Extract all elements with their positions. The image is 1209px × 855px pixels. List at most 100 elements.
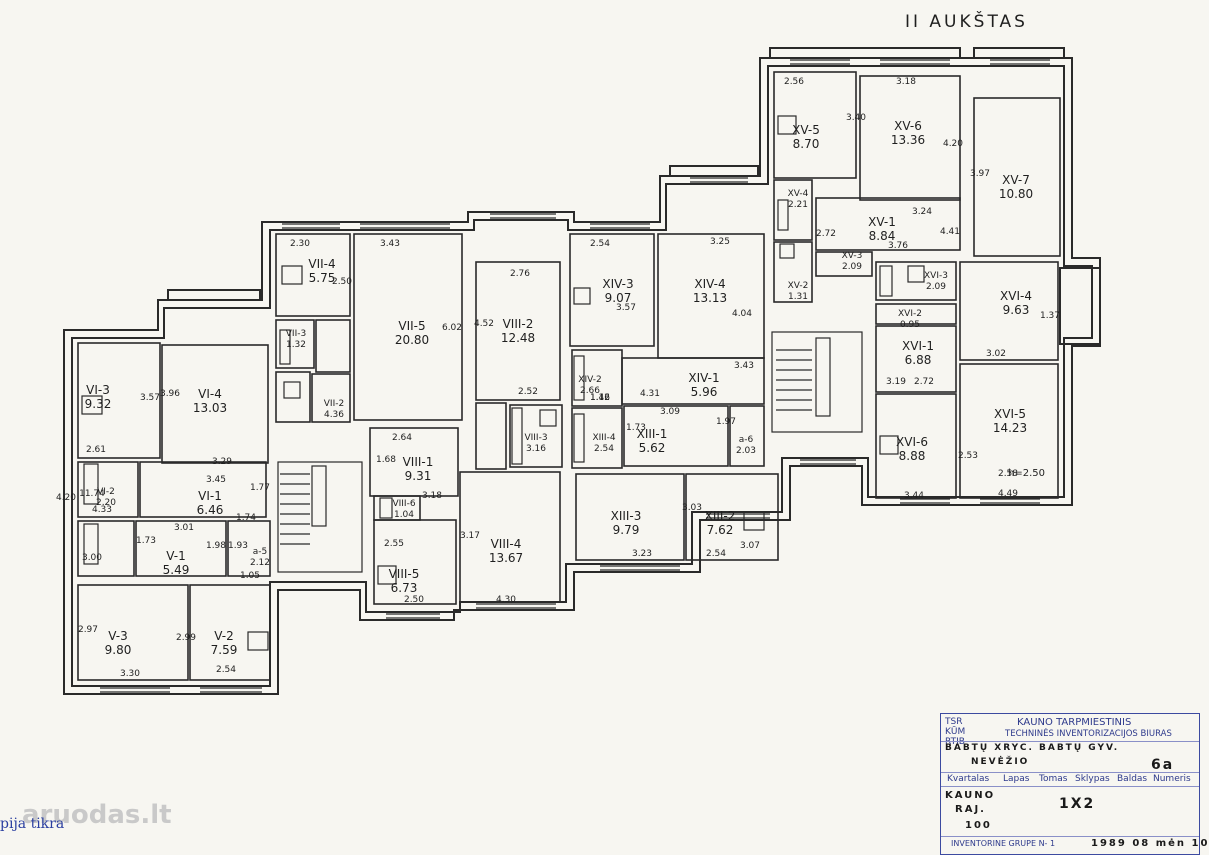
room-area: 14.23 xyxy=(993,421,1027,435)
dimension-label: 3.03 xyxy=(682,503,702,513)
room-viii-3: VIII-33.16 xyxy=(524,433,547,454)
dimension-label: 3.00 xyxy=(82,553,102,563)
room-viii-5: VIII-56.73 xyxy=(389,567,420,595)
room-area: 20.80 xyxy=(395,333,429,347)
room-area: 13.03 xyxy=(193,401,227,415)
dimension-label: 4.41 xyxy=(940,227,960,237)
dimension-label: 2.30 xyxy=(290,239,310,249)
dimension-label: 1.73 xyxy=(136,536,156,546)
room-area: 9.79 xyxy=(613,523,640,537)
dimension-label: 1.93 xyxy=(228,541,248,551)
room-xvi-5: XVI-514.23 xyxy=(993,407,1027,435)
dimension-label: 2.54 xyxy=(706,549,726,559)
room-id: XV-7 xyxy=(1002,173,1030,187)
room-id: XIII-4 xyxy=(592,433,615,443)
dimension-label: 3.40 xyxy=(846,113,866,123)
room-id: VII-2 xyxy=(324,399,344,409)
stamp-footer-group: INVENTORINE GRUPE N- 1 xyxy=(951,839,1056,848)
room-area: 9.80 xyxy=(105,643,132,657)
dimension-label: 1.73 xyxy=(626,423,646,433)
room-id: VIII-4 xyxy=(491,537,522,551)
dimension-label: 3.01 xyxy=(174,523,194,533)
dimension-label: 3.19 xyxy=(886,377,906,387)
stamp-address-line2: NEVĖŽIO xyxy=(971,757,1030,767)
room-id: XVI-4 xyxy=(1000,289,1032,303)
room-id: XIV-4 xyxy=(694,277,725,291)
room-v-3: V-39.80 xyxy=(105,629,132,657)
room-area: 1.04 xyxy=(394,510,414,520)
room-xvi-2: XVI-20.95 xyxy=(898,309,922,330)
room-id: XVI-6 xyxy=(896,435,928,449)
room-vi-3: VI-39.32 xyxy=(85,383,112,411)
dimension-label: 1.98 xyxy=(206,541,226,551)
room-xv-7: XV-710.80 xyxy=(999,173,1033,201)
dimension-label: 3.24 xyxy=(912,207,932,217)
dimension-label: 2.54 xyxy=(590,239,610,249)
dimension-label: 2.58 xyxy=(998,469,1018,479)
room-id: XIII-3 xyxy=(611,509,642,523)
room-id: XIII-1 xyxy=(637,427,668,441)
dimension-label: 3.76 xyxy=(888,241,908,251)
exterior-walls xyxy=(63,47,1101,695)
room-id: VI-1 xyxy=(198,489,222,503)
dimension-label: 2.99 xyxy=(176,633,196,643)
dimension-label: 3.43 xyxy=(734,361,754,371)
room-viii-6: VIII-61.04 xyxy=(392,499,415,520)
room-vi-2: VI-22.20 xyxy=(96,487,116,508)
dimension-label: 2.52 xyxy=(518,387,538,397)
room-area: 9.31 xyxy=(405,469,432,483)
room-id: V-2 xyxy=(214,629,233,643)
room-xv-4: XV-42.21 xyxy=(788,189,809,210)
room-xiii-3: XIII-39.79 xyxy=(611,509,642,537)
dimension-label: 3.97 xyxy=(970,169,990,179)
dimension-label: 3.25 xyxy=(710,237,730,247)
dimension-label: 2.72 xyxy=(914,377,934,387)
dimension-label: 3.43 xyxy=(380,239,400,249)
room-area: 4.36 xyxy=(324,410,344,420)
stamp-scale-mark: 1X2 xyxy=(1059,796,1096,812)
room-xv-3: XV-32.09 xyxy=(842,251,863,272)
room-xiv-2: XIV-22.66 xyxy=(578,375,601,396)
dimension-label: 2.64 xyxy=(392,433,412,443)
room-area: 1.32 xyxy=(286,340,306,350)
room-id: VIII-3 xyxy=(524,433,547,443)
dimension-label: 1.42 xyxy=(590,393,610,403)
room-id: XV-4 xyxy=(788,189,809,199)
room-id: VII-5 xyxy=(398,319,425,333)
room-id: XVI-5 xyxy=(994,407,1026,421)
dimension-label: 2.72 xyxy=(816,229,836,239)
dimension-label: 1.68 xyxy=(376,455,396,465)
dimension-label: 1.74 xyxy=(236,513,256,523)
room-area: 3.16 xyxy=(526,444,546,454)
dimension-label: 3.96 xyxy=(160,389,180,399)
room-v-1: V-15.49 xyxy=(163,549,190,577)
room-xvi-6: XVI-68.88 xyxy=(896,435,928,463)
room-id: XIII-2 xyxy=(705,509,736,523)
room-vii-2: VII-24.36 xyxy=(324,399,345,420)
room-area: 6.88 xyxy=(905,353,932,367)
dimension-label: 3.30 xyxy=(120,669,140,679)
room-id: XV-2 xyxy=(788,281,809,291)
room-area: 13.67 xyxy=(489,551,523,565)
stamp-district-1: KAUNO xyxy=(945,790,996,801)
stamp-house-number: 6a xyxy=(1151,757,1175,773)
dimension-label: 3.17 xyxy=(460,531,480,541)
dimension-label: 3.18 xyxy=(896,77,916,87)
room-area: 2.66 xyxy=(580,386,600,396)
dimension-label: 2.76 xyxy=(510,269,530,279)
room-area: 0.95 xyxy=(900,320,920,330)
dimension-label: 1.77 xyxy=(250,483,270,493)
room-vii-3: VII-31.32 xyxy=(286,329,306,350)
room-area: 2.09 xyxy=(842,262,862,272)
dimension-label: 3.09 xyxy=(660,407,680,417)
room-xvi-3: XVI-32.09 xyxy=(924,271,948,292)
room-id: XV-6 xyxy=(894,119,922,133)
dimension-label: 4.20 xyxy=(943,139,963,149)
dimension-label: 4.20 xyxy=(56,493,76,503)
room-id: XIV-3 xyxy=(602,277,633,291)
room-xv-1: XV-18.84 xyxy=(868,215,896,243)
staircases xyxy=(277,331,863,573)
interior-walls xyxy=(77,71,1061,681)
room-area: 9.32 xyxy=(85,397,112,411)
room-viii-1: VIII-19.31 xyxy=(403,455,434,483)
